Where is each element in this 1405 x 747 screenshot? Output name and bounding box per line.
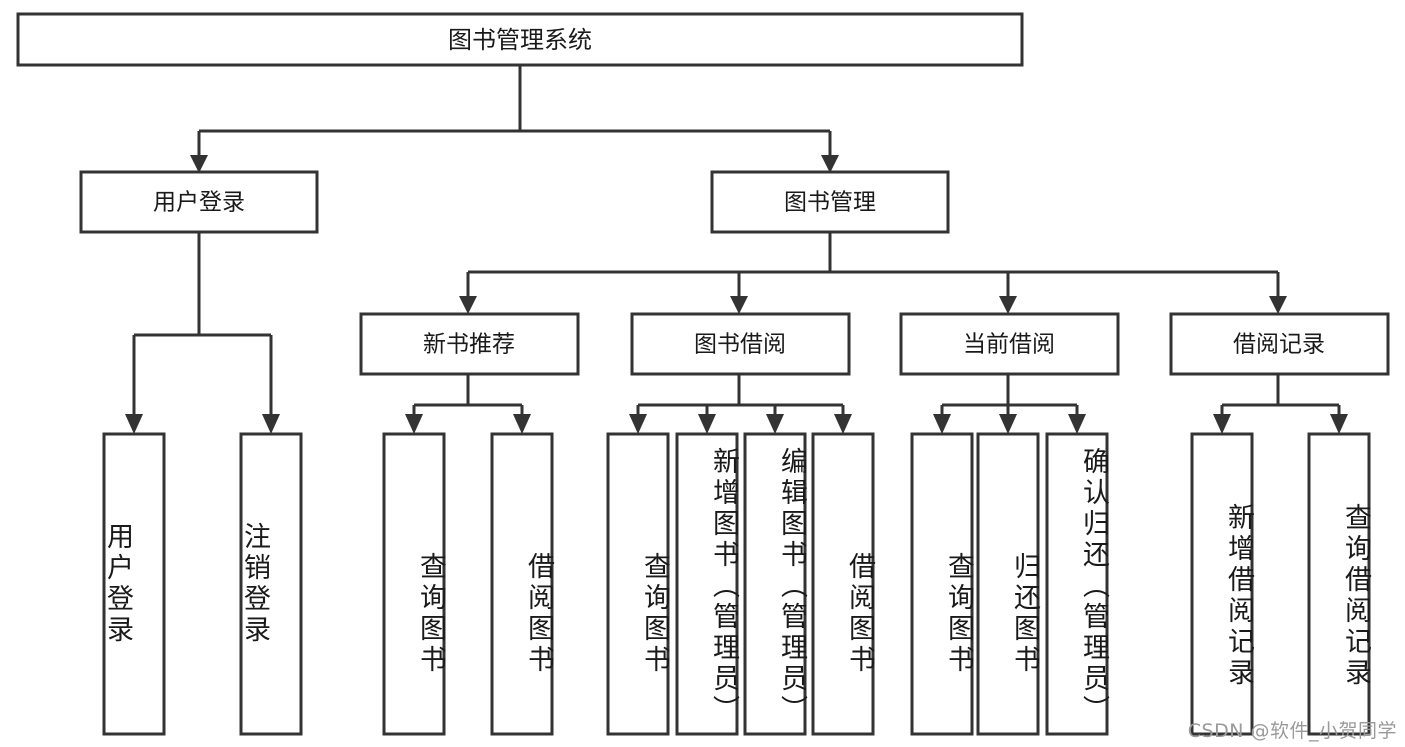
leaf-box-current-borrow-1[interactable] — [976, 432, 1040, 736]
arrow-head-new-book — [459, 296, 477, 314]
node-current-borrow-label: 当前借阅 — [963, 332, 1055, 358]
node-user-login[interactable]: 用户登录 — [79, 170, 319, 234]
leaf-box-user-login-0[interactable] — [102, 432, 166, 736]
leaf-box-new-book-0[interactable] — [382, 432, 446, 736]
arrow-head-current-borrow — [999, 296, 1017, 314]
arrow-head-leaf-borrow-record-0 — [1213, 414, 1231, 434]
arrow-head-leaf-current-borrow-0 — [933, 414, 951, 434]
leaf-box-layer — [102, 432, 1371, 736]
arrow-head-leaf-book-borrow-0 — [629, 414, 647, 434]
leaf-box-book-borrow-0[interactable] — [606, 432, 670, 736]
node-borrow-record-label: 借阅记录 — [1233, 332, 1325, 358]
node-root-label: 图书管理系统 — [448, 26, 592, 54]
leaf-box-current-borrow-2[interactable] — [1045, 432, 1109, 736]
node-new-book-recommend-label: 新书推荐 — [423, 332, 515, 358]
leaf-box-borrow-record-1[interactable] — [1307, 432, 1371, 736]
node-root-box[interactable] — [16, 12, 1024, 67]
leaf-box-book-borrow-1[interactable] — [675, 432, 739, 736]
node-new-book-recommend[interactable]: 新书推荐 — [359, 312, 580, 376]
arrow-head-borrow-record — [1269, 296, 1287, 314]
leaf-box-borrow-record-0[interactable] — [1190, 432, 1254, 736]
arrow-head-leaf-new-book-1 — [513, 414, 531, 434]
node-new-book-recommend-box[interactable] — [359, 312, 580, 376]
arrow-head-leaf-book-borrow-1 — [698, 414, 716, 434]
node-root[interactable]: 图书管理系统 — [16, 12, 1024, 67]
arrow-head-leaf-new-book-0 — [405, 414, 423, 434]
arrow-head-leaf-user-login-1 — [262, 414, 280, 434]
leaf-box-current-borrow-0[interactable] — [910, 432, 974, 736]
node-book-management-label: 图书管理 — [784, 190, 876, 216]
csdn-watermark: CSDN @软件_小贺同学 — [1187, 720, 1397, 742]
node-user-login-box[interactable] — [79, 170, 319, 234]
node-borrow-record-box[interactable] — [1169, 312, 1390, 376]
node-book-borrow-label: 图书借阅 — [694, 332, 786, 358]
arrow-head-leaf-book-borrow-2 — [766, 414, 784, 434]
node-book-management[interactable]: 图书管理 — [710, 170, 950, 234]
node-current-borrow-box[interactable] — [899, 312, 1120, 376]
arrow-head-book-borrow — [730, 296, 748, 314]
arrow-head-leaf-borrow-record-1 — [1330, 414, 1348, 434]
leaf-box-book-borrow-3[interactable] — [811, 432, 875, 736]
leaf-box-book-borrow-2[interactable] — [743, 432, 807, 736]
arrow-head-user-login — [190, 155, 208, 173]
leaf-box-new-book-1[interactable] — [490, 432, 554, 736]
node-borrow-record[interactable]: 借阅记录 — [1169, 312, 1390, 376]
leaf-box-user-login-1[interactable] — [239, 432, 303, 736]
node-current-borrow[interactable]: 当前借阅 — [899, 312, 1120, 376]
arrow-head-leaf-user-login-0 — [125, 414, 143, 434]
arrow-head-leaf-current-borrow-1 — [999, 414, 1017, 434]
connector-layer — [125, 65, 1348, 434]
arrow-head-book-mgmt — [821, 155, 839, 173]
node-user-login-label: 用户登录 — [153, 190, 245, 216]
node-book-management-box[interactable] — [710, 170, 950, 234]
arrow-head-leaf-book-borrow-3 — [834, 414, 852, 434]
node-book-borrow[interactable]: 图书借阅 — [630, 312, 851, 376]
arrow-head-leaf-current-borrow-2 — [1068, 414, 1086, 434]
node-book-borrow-box[interactable] — [630, 312, 851, 376]
